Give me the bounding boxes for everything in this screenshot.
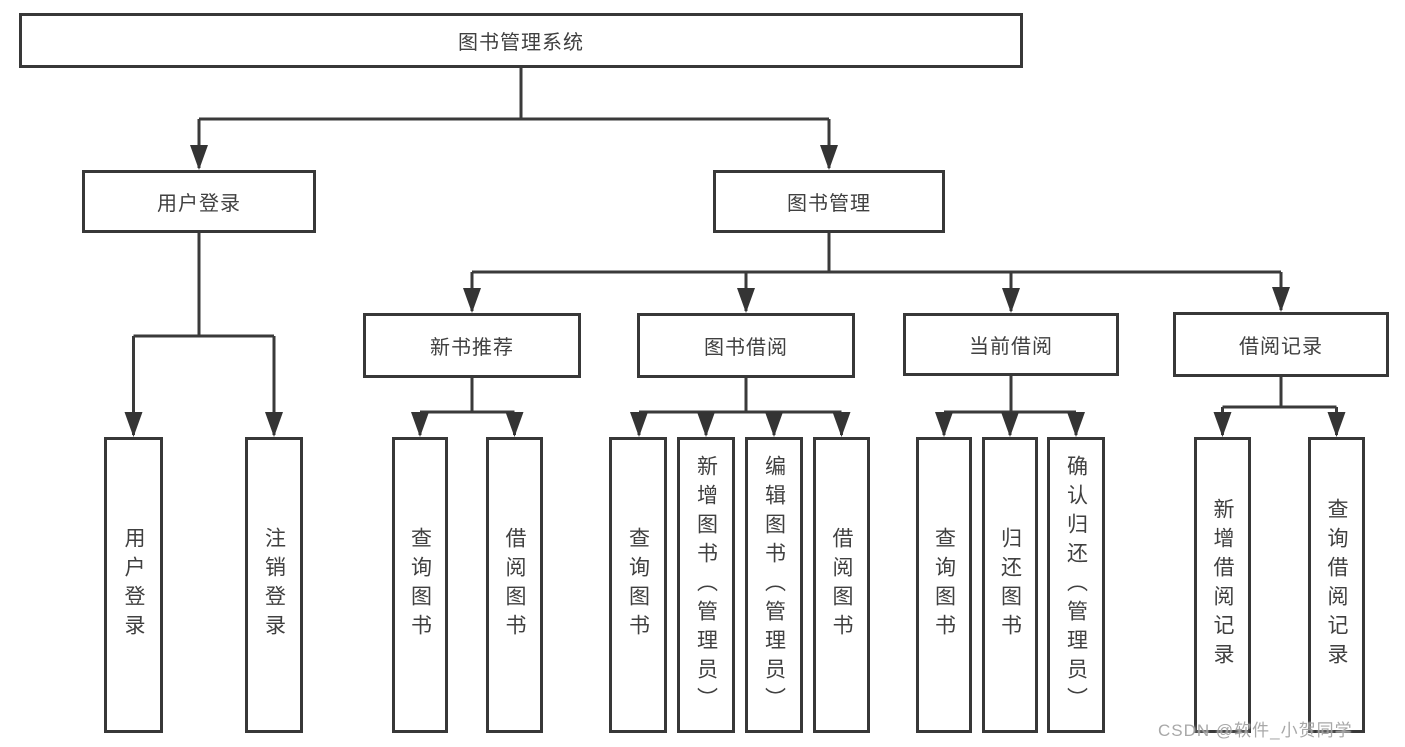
- leaf-label: 查询图书: [408, 527, 432, 643]
- leaf-query-books-recommend: 查询图书: [392, 437, 448, 733]
- node-book-management: 图书管理: [713, 170, 945, 233]
- leaf-label: 新增图书（管理员）: [694, 454, 718, 716]
- leaf-label: 查询图书: [626, 527, 650, 643]
- new-book-recommend-connector: [411, 378, 524, 437]
- leaf-user-login: 用户登录: [104, 437, 163, 733]
- leaf-edit-books-admin: 编辑图书（管理员）: [745, 437, 803, 733]
- leaf-label: 注销登录: [262, 527, 286, 643]
- book-borrowing-connector: [630, 378, 851, 437]
- arrowhead: [1067, 412, 1085, 437]
- leaf-add-books-admin: 新增图书（管理员）: [677, 437, 735, 733]
- leaf-add-borrow-record: 新增借阅记录: [1194, 437, 1251, 733]
- arrowhead: [697, 412, 715, 437]
- node-library-management-system: 图书管理系统: [19, 13, 1023, 68]
- leaf-label: 归还图书: [998, 527, 1022, 643]
- csdn-watermark: CSDN @软件_小贺同学: [1158, 721, 1353, 740]
- leaf-query-books-current: 查询图书: [916, 437, 972, 733]
- leaf-borrow-books: 借阅图书: [813, 437, 870, 733]
- leaf-label: 借阅图书: [830, 527, 853, 643]
- node-user-login: 用户登录: [82, 170, 316, 233]
- root-to-level2-connector: [190, 68, 838, 170]
- arrowhead: [1001, 412, 1019, 437]
- arrowhead: [630, 412, 648, 437]
- leaf-label: 借阅图书: [503, 527, 526, 643]
- leaf-logout: 注销登录: [245, 437, 303, 733]
- book-management-branch-connector: [463, 233, 1290, 313]
- leaf-query-books-borrowing: 查询图书: [609, 437, 667, 733]
- node-book-borrowing: 图书借阅: [637, 313, 855, 378]
- leaf-query-borrow-record: 查询借阅记录: [1308, 437, 1365, 733]
- node-borrowing-records: 借阅记录: [1173, 312, 1389, 377]
- arrowhead: [1327, 412, 1346, 437]
- arrowhead: [1272, 287, 1290, 312]
- arrowhead: [832, 412, 851, 437]
- leaf-label: 查询图书: [932, 527, 956, 643]
- arrowhead: [124, 412, 143, 437]
- user-login-branch-connector: [124, 233, 283, 437]
- leaf-return-books: 归还图书: [982, 437, 1038, 733]
- arrowhead: [505, 412, 524, 437]
- leaf-label: 确认归还（管理员）: [1064, 454, 1088, 716]
- node-current-borrowing: 当前借阅: [903, 313, 1119, 376]
- leaf-label: 用户登录: [122, 527, 145, 643]
- leaf-confirm-return-admin: 确认归还（管理员）: [1047, 437, 1105, 733]
- arrowhead: [463, 288, 481, 313]
- leaf-label: 新增借阅记录: [1211, 498, 1234, 672]
- leaf-label: 查询借阅记录: [1325, 498, 1348, 672]
- arrowhead: [1213, 412, 1232, 437]
- arrowhead: [935, 412, 953, 437]
- borrowing-records-connector: [1213, 377, 1346, 437]
- arrowhead: [411, 412, 429, 437]
- arrowhead: [190, 145, 208, 170]
- leaf-label: 编辑图书（管理员）: [762, 454, 786, 716]
- arrowhead: [820, 145, 838, 170]
- leaf-borrow-books-recommend: 借阅图书: [486, 437, 543, 733]
- arrowhead: [265, 412, 283, 437]
- arrowhead: [765, 412, 783, 437]
- arrowhead: [737, 288, 755, 313]
- arrowhead: [1002, 288, 1020, 313]
- current-borrowing-connector: [935, 376, 1085, 437]
- node-new-book-recommend: 新书推荐: [363, 313, 581, 378]
